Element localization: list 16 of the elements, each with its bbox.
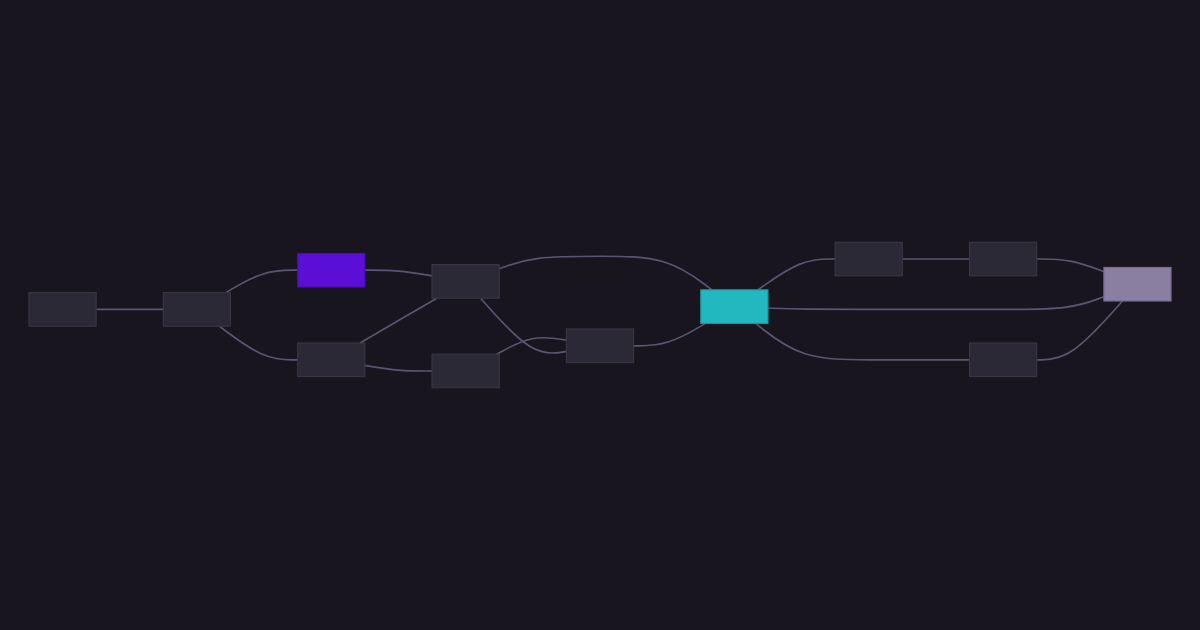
node-box <box>162 292 232 327</box>
node-box <box>28 292 97 327</box>
connector <box>364 364 433 372</box>
connector <box>359 297 438 344</box>
node-box <box>431 264 500 299</box>
node-box <box>1103 266 1172 302</box>
node-box <box>968 241 1038 277</box>
node-box <box>297 342 366 378</box>
node-box <box>431 353 500 389</box>
node-box <box>565 328 635 364</box>
connector <box>364 269 433 277</box>
connector <box>757 258 836 291</box>
node-box <box>968 342 1038 378</box>
node-box <box>700 289 769 324</box>
node-box <box>834 241 903 277</box>
node-box <box>297 252 366 288</box>
